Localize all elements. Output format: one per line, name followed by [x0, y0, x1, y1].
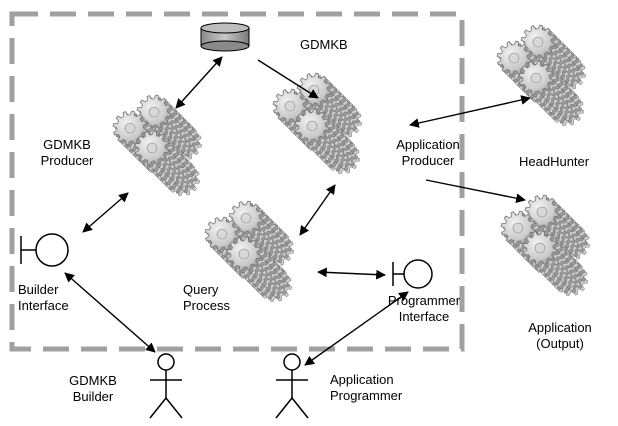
gdmkb-producer-label-line1: GDMKB	[43, 137, 91, 152]
application-producer-label-line1: Application	[396, 137, 460, 152]
application-output-label: Application (Output)	[514, 320, 606, 352]
arrow-producer-database	[175, 56, 223, 109]
gdmkb-producer-label-line2: Producer	[40, 153, 94, 168]
headhunter-label: HeadHunter	[519, 154, 590, 169]
programmer-interface-label-line1: Programmer	[387, 293, 461, 308]
application-programmer-actor-icon	[275, 353, 309, 419]
query-process-label-line2: Process	[183, 298, 230, 313]
arrow-app-producer-headhunter	[409, 95, 531, 128]
query-process-gears-icon	[204, 200, 294, 302]
arrow-builder-interface-actor	[64, 272, 156, 353]
application-producer-label-line2: Producer	[401, 153, 455, 168]
application-producer-gears-icon	[272, 72, 362, 174]
arrow-producer-builder-interface	[82, 192, 129, 233]
application-producer-label: Application Producer	[382, 137, 474, 169]
application-programmer-label-line1: Application	[330, 372, 394, 387]
builder-interface-label: Builder Interface	[18, 282, 69, 314]
application-programmer-label: Application Programmer	[330, 372, 402, 404]
builder-interface-icon	[20, 233, 69, 267]
gdmkb-builder-label-line2: Builder	[72, 389, 114, 404]
application-output-label-line2: (Output)	[536, 336, 584, 351]
programmer-interface-label: Programmer Interface	[378, 293, 470, 325]
gdmkb-builder-actor-icon	[149, 353, 183, 419]
application-programmer-label-line2: Programmer	[330, 388, 403, 403]
builder-interface-label-line2: Interface	[18, 298, 69, 313]
gdmkb-builder-label: GDMKB Builder	[58, 373, 128, 405]
gdmkb-producer-gears-icon	[112, 94, 202, 196]
query-process-label: Query Process	[183, 282, 230, 314]
builder-interface-label-line1: Builder	[18, 282, 59, 297]
gdmkb-producer-label: GDMKB Producer	[28, 137, 106, 169]
arrow-programmer-interface-actor	[304, 291, 409, 366]
arrow-database-app-producer	[257, 59, 319, 99]
query-process-label-line1: Query	[183, 282, 219, 297]
gdmkb-builder-label-line1: GDMKB	[69, 373, 117, 388]
system-boundary	[9, 11, 465, 352]
arrow-app-producer-query	[299, 184, 336, 236]
headhunter-gears-icon	[496, 24, 586, 126]
programmer-interface-icon	[392, 259, 433, 289]
arrow-app-producer-output	[425, 179, 526, 204]
programmer-interface-label-line2: Interface	[398, 309, 450, 324]
application-output-label-line1: Application	[528, 320, 592, 335]
arrow-query-programmer-interface	[317, 267, 386, 280]
application-output-gears-icon	[500, 194, 590, 296]
gdmkb-database-label: GDMKB	[300, 37, 348, 52]
gdmkb-database-icon	[200, 22, 250, 52]
